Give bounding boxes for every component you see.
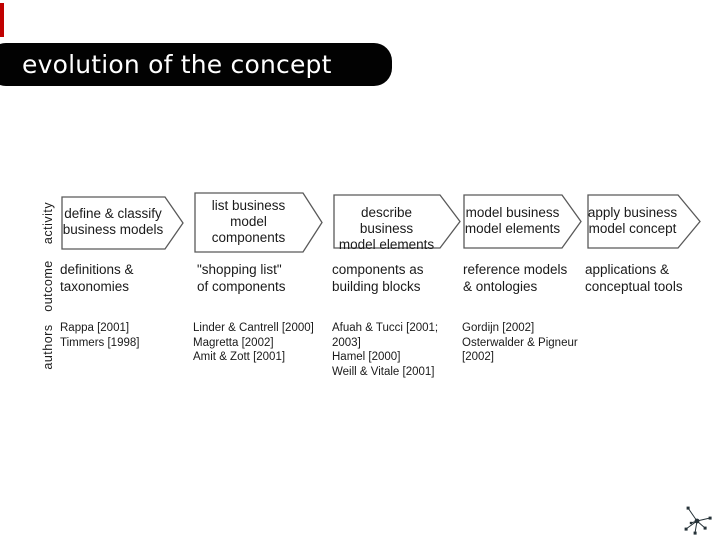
activity-arrow-2: list business model components [194,192,323,253]
arrow-shape-icon [333,194,461,249]
activity-arrow-1-label: define & classify business models [62,206,164,237]
outcome-5: applications & conceptual tools [585,262,683,294]
arrow-shape-icon [463,194,582,249]
arrow-shape-icon [194,192,323,253]
activity-arrow-4: model business model elements [463,194,582,249]
molecule-network-icon [680,502,716,545]
activity-arrow-3: describe business model elements [333,194,461,252]
authors-2: Linder & Cantrell [2000] Magretta [2002]… [193,322,314,363]
activity-arrow-5: apply business model concept [587,194,701,249]
outcome-3: components as building blocks [332,262,424,294]
outcome-1: definitions & taxonomies [60,262,134,294]
page-title: evolution of the concept [22,50,332,79]
arrow-shape-icon [587,194,701,249]
accent-stripe [0,3,4,37]
authors-3: Afuah & Tucci [2001; 2003] Hamel [2000] … [332,322,439,378]
activity-arrow-3-label: describe business model elements [338,205,435,252]
title-bar: evolution of the concept [0,43,392,86]
activity-arrow-4-label: model business model elements [464,205,561,236]
authors-4: Gordijn [2002] Osterwalder & Pigneur [20… [462,322,578,363]
arrow-shape-icon [61,196,184,250]
authors-1: Rappa [2001] Timmers [1998] [60,322,140,349]
activity-arrow-5-label: apply business model concept [587,205,678,236]
row-label-authors: authors [41,324,55,370]
activity-arrow-2-label: list business model components [211,198,286,245]
outcome-2: "shopping list" of components [197,262,286,294]
activity-arrow-1: define & classify business models [61,196,184,250]
outcome-4: reference models & ontologies [463,262,568,294]
